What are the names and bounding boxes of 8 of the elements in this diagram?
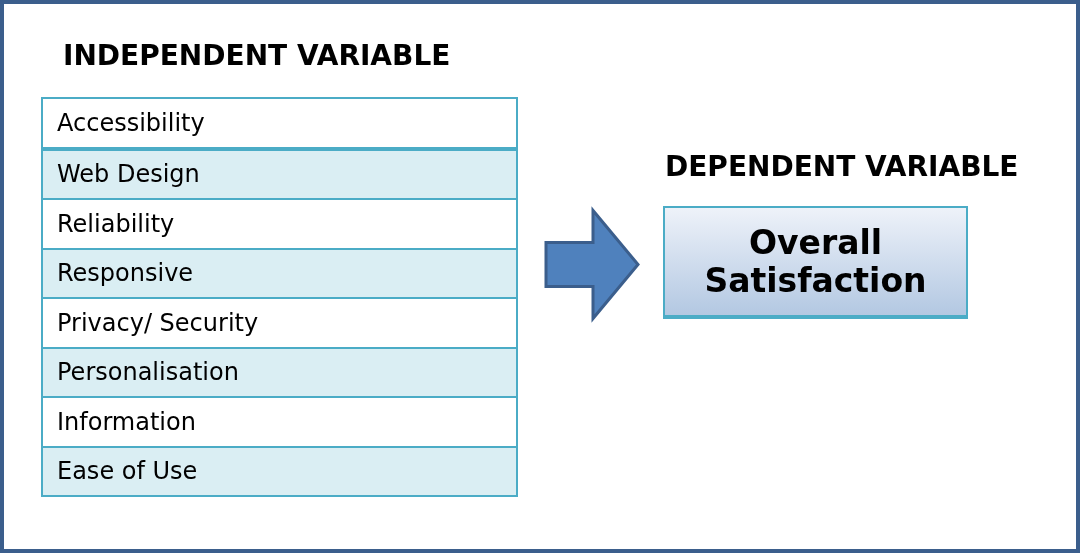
variable-row: Ease of Use: [43, 445, 516, 495]
list-heading: INDEPENDENT VARIABLE: [63, 38, 451, 74]
variable-row: Personalisation: [43, 346, 516, 396]
variable-row: Responsive: [43, 247, 516, 297]
box-heading: DEPENDENT VARIABLE: [665, 149, 1019, 185]
variable-row: Web Design: [43, 146, 516, 198]
box-label: Overall Satisfaction: [703, 223, 928, 300]
block-arrow: [544, 206, 640, 323]
